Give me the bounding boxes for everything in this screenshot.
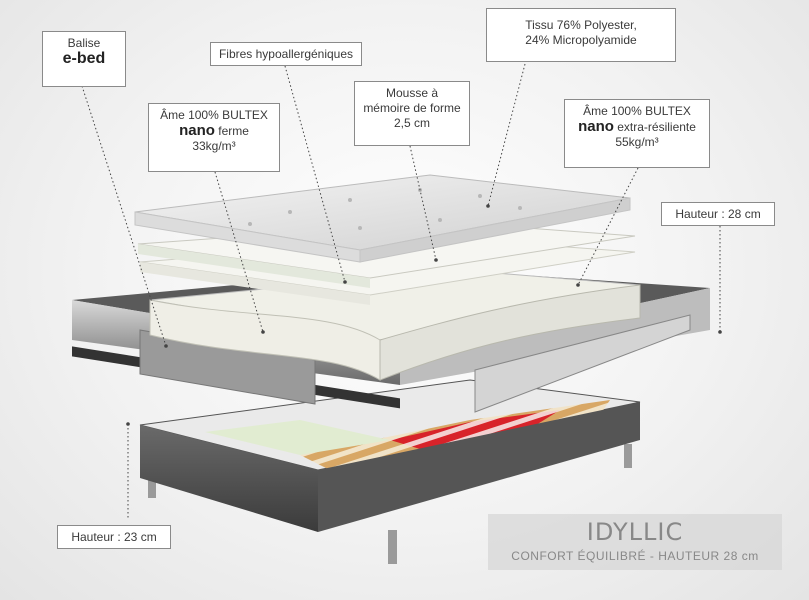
label-mousse-line3: 2,5 cm xyxy=(393,116,430,130)
leader-dot xyxy=(576,283,580,287)
quilt-tuft xyxy=(248,222,252,226)
product-title-box: IDYLLIC CONFORT ÉQUILIBRÉ - HAUTEUR 28 c… xyxy=(488,514,782,570)
leader-dot xyxy=(343,280,347,284)
leader-balise xyxy=(81,85,167,347)
leader-tissu xyxy=(487,63,526,207)
leader-dot xyxy=(261,330,265,334)
label-ame-ferme-nano: nano xyxy=(179,122,215,139)
label-fibres: Fibres hypoallergéniques xyxy=(210,42,362,66)
quilt-tuft xyxy=(288,210,292,214)
label-hauteur-sommier-line1: Hauteur : 23 cm xyxy=(71,530,157,544)
label-mousse-line2: mémoire de forme xyxy=(363,101,461,115)
label-mousse-line1: Mousse à xyxy=(385,86,439,100)
leader-fibres xyxy=(284,65,346,283)
label-ame-ferme-line1: Âme 100% BULTEX xyxy=(160,108,268,122)
label-balise-line2: e-bed xyxy=(62,50,106,67)
label-ame-extra: Âme 100% BULTEX nano extra-résiliente 55… xyxy=(564,99,710,168)
quilt-tuft xyxy=(358,226,362,230)
quilt-tuft xyxy=(478,194,482,198)
label-tissu-line2: 24% Micropolyamide xyxy=(525,33,637,47)
label-ame-extra-line2: extra-résiliente xyxy=(613,120,696,134)
label-balise: Balise e-bed xyxy=(42,31,126,87)
label-ame-ferme: Âme 100% BULTEX nano ferme 33kg/m³ xyxy=(148,103,280,172)
leader-ame-extra xyxy=(577,167,639,286)
label-hauteur-sommier: Hauteur : 23 cm xyxy=(57,525,171,549)
label-hauteur-matelas-line1: Hauteur : 28 cm xyxy=(675,207,761,221)
label-fibres-line1: Fibres hypoallergéniques xyxy=(218,47,354,61)
bed-leg xyxy=(148,470,156,498)
label-tissu-line1: Tissu 76% Polyester, xyxy=(525,18,637,32)
leader-lines xyxy=(81,63,721,520)
bed-leg xyxy=(624,444,632,468)
label-mousse: Mousse à mémoire de forme 2,5 cm xyxy=(354,81,470,146)
label-ame-extra-line3: 55kg/m³ xyxy=(615,135,659,149)
leader-dot xyxy=(164,344,168,348)
label-ame-extra-line1: Âme 100% BULTEX xyxy=(583,104,691,118)
product-name: IDYLLIC xyxy=(586,518,684,546)
bed-base xyxy=(139,379,641,564)
quilt-tuft xyxy=(348,198,352,202)
label-ame-ferme-line2: ferme xyxy=(214,124,249,138)
leader-mousse xyxy=(409,145,437,261)
label-ame-extra-nano: nano xyxy=(578,118,614,135)
product-subtitle: CONFORT ÉQUILIBRÉ - HAUTEUR 28 cm xyxy=(511,549,759,563)
leader-dot xyxy=(434,258,438,262)
label-tissu: Tissu 76% Polyester, 24% Micropolyamide xyxy=(486,8,676,62)
leader-dot xyxy=(486,204,490,208)
quilted-top xyxy=(134,174,631,263)
bed-leg xyxy=(388,530,397,564)
quilt-tuft xyxy=(518,206,522,210)
leader-dot xyxy=(718,330,722,334)
leader-dot xyxy=(126,422,130,426)
slats-red xyxy=(390,410,560,452)
quilt-tuft xyxy=(438,218,442,222)
label-ame-ferme-line3: 33kg/m³ xyxy=(192,139,236,153)
label-hauteur-matelas: Hauteur : 28 cm xyxy=(661,202,775,226)
label-balise-line1: Balise xyxy=(67,36,101,50)
foam-core xyxy=(149,269,641,381)
